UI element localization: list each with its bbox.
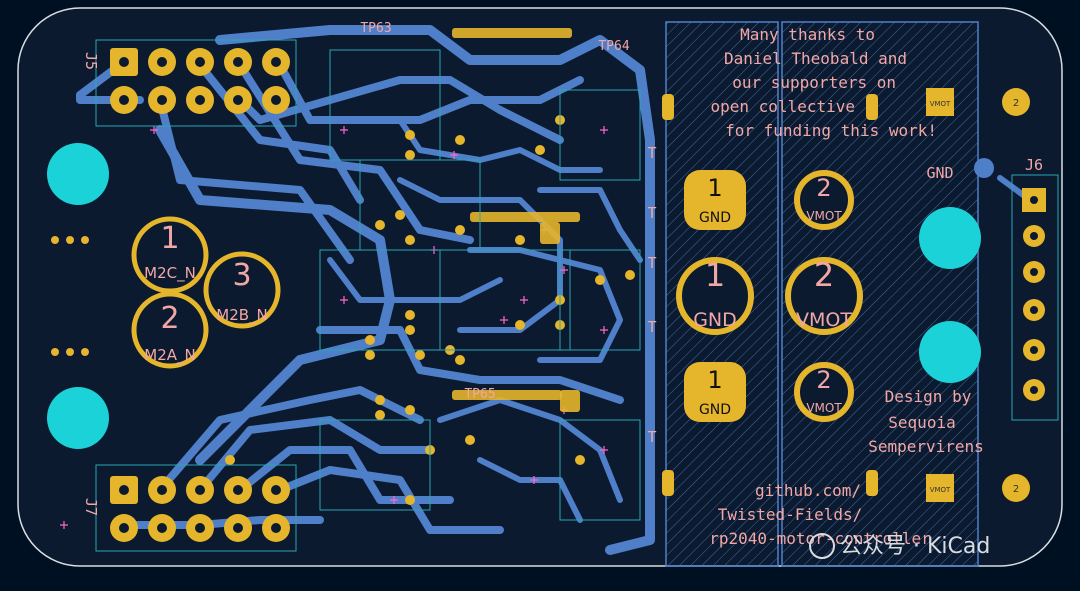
terminal-large-gnd-number: 1 xyxy=(705,256,725,294)
small-pad-top-vmot[interactable]: VMOT xyxy=(926,88,954,116)
silkscreen-thanks: Many thanks to Daniel Theobald and our s… xyxy=(711,25,938,140)
ref-fragment-2: T xyxy=(647,204,656,222)
ref-fragment-5: T xyxy=(647,428,656,446)
terminal-bot-vmot-label: VMOT xyxy=(806,401,842,415)
ref-tp-top-b: TP63 xyxy=(360,21,391,36)
silkscreen-design: Design by Sequoia Sempervirens xyxy=(868,387,984,456)
thanks-line-3: our supporters on xyxy=(732,73,896,92)
terminal-large-vmot[interactable]: 2 VMOT xyxy=(785,256,863,335)
terminal-top-gnd-label: GND xyxy=(699,210,731,226)
terminal-top-vmot-label: VMOT xyxy=(806,209,842,223)
terminal-bot-vmot[interactable]: 2 VMOT xyxy=(794,362,854,422)
copper-traces xyxy=(76,25,1033,555)
github-line-1: github.com/ xyxy=(755,481,861,500)
small-vias xyxy=(51,115,635,505)
terminal-bot-gnd-label: GND xyxy=(699,402,731,418)
watermark: 公众号 · KiCad xyxy=(809,533,990,559)
ref-tp-top: TP64 xyxy=(598,39,629,54)
silkscreen-github: github.com/ Twisted-Fields/ rp2040-motor… xyxy=(709,481,931,548)
small-pad-top-vmot-label: VMOT xyxy=(930,100,951,108)
thanks-line-4: open collective xyxy=(711,97,856,116)
terminal-bot-gnd[interactable]: 1 GND xyxy=(684,362,746,422)
ref-fragment-4: T xyxy=(647,318,656,336)
terminal-top-gnd[interactable]: 1 GND xyxy=(684,170,746,230)
small-pad-bot-vmot[interactable]: VMOT xyxy=(926,474,954,502)
mounting-holes xyxy=(47,143,981,449)
small-pad-bot-vmot-label: VMOT xyxy=(930,486,951,494)
terminal-bot-gnd-number: 1 xyxy=(707,366,722,394)
motor-pad-m2b-number: 3 xyxy=(232,258,251,293)
thanks-line-5: for funding this work! xyxy=(725,121,937,140)
small-pad-top-two-label: 2 xyxy=(1013,98,1019,109)
motor-pad-m2b-label: M2B_N xyxy=(216,306,268,325)
design-line-1: Design by xyxy=(885,387,972,406)
terminal-large-vmot-label: VMOT xyxy=(796,309,852,331)
thanks-line-1: Many thanks to xyxy=(740,25,875,44)
motor-pad-m2a-number: 2 xyxy=(160,301,179,336)
slot-pads xyxy=(662,94,878,496)
terminal-top-gnd-number: 1 xyxy=(707,174,722,202)
ref-j6: J6 xyxy=(1025,156,1043,174)
motor-pad-m2a[interactable]: 2 M2A_N xyxy=(131,291,209,369)
gnd-testpoint[interactable] xyxy=(974,158,994,178)
ref-j7: J7 xyxy=(82,498,100,516)
terminal-bot-vmot-number: 2 xyxy=(816,366,831,394)
terminal-large-gnd-label: GND xyxy=(693,309,737,331)
design-line-3: Sempervirens xyxy=(868,437,984,456)
small-pad-top-two[interactable]: 2 xyxy=(1002,88,1030,116)
ref-tp-mid: TP65 xyxy=(464,387,495,402)
terminal-large-vmot-number: 2 xyxy=(814,256,834,294)
ref-j5: J5 xyxy=(82,52,100,70)
motor-pad-m2c-number: 1 xyxy=(160,221,179,256)
motor-pad-m2c-label: M2C_N xyxy=(144,264,196,283)
component-outlines xyxy=(95,39,1059,552)
design-line-2: Sequoia xyxy=(888,413,955,432)
github-line-2: Twisted-Fields/ xyxy=(718,505,863,524)
header-j5[interactable] xyxy=(110,48,290,114)
motor-pad-m2b[interactable]: 3 M2B_N xyxy=(203,251,281,329)
terminal-top-vmot-number: 2 xyxy=(816,174,831,202)
gnd-label: GND xyxy=(926,164,953,182)
motor-pad-m2a-label: M2A_N xyxy=(144,346,195,365)
header-j7[interactable] xyxy=(110,476,290,542)
ref-fragment-3: T xyxy=(647,254,656,272)
thanks-line-2: Daniel Theobald and xyxy=(724,49,907,68)
ref-fragment-1: T xyxy=(647,144,656,162)
terminal-large-gnd[interactable]: 1 GND xyxy=(676,256,754,335)
github-line-3: rp2040-motor-controller xyxy=(709,529,931,548)
ic-pad-rows xyxy=(452,28,580,412)
watermark-brand: 公众号 · KiCad xyxy=(840,534,990,559)
connector-j6[interactable] xyxy=(1022,188,1046,401)
motor-pad-m2c[interactable]: 1 M2C_N xyxy=(131,216,209,294)
terminal-top-vmot[interactable]: 2 VMOT xyxy=(794,170,854,230)
small-pad-bot-two[interactable]: 2 xyxy=(1002,474,1030,502)
small-pad-bot-two-label: 2 xyxy=(1013,484,1019,495)
